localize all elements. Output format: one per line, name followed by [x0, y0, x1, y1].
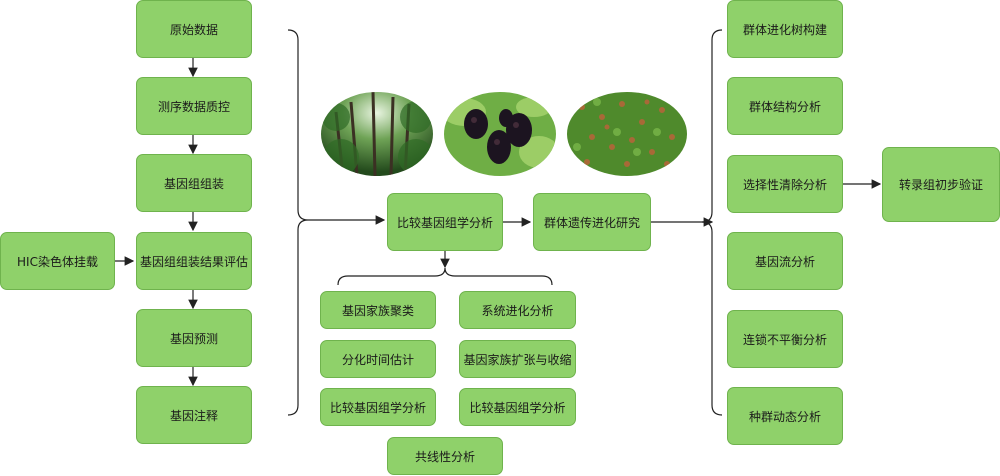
forest-photo: [321, 92, 433, 176]
gene-annotation-box: 基因注释: [136, 386, 252, 444]
right-item-2: 选择性清除分析: [727, 155, 843, 213]
sub-analysis-1: 系统进化分析: [459, 291, 576, 329]
mulberry-photo: [444, 92, 556, 176]
sub-analysis-4: 比较基因组学分析: [320, 388, 436, 426]
right-item-3: 基因流分析: [727, 232, 843, 290]
right-brace: [701, 29, 723, 416]
raw-data-box: 原始数据: [136, 0, 252, 58]
population-genetics-box: 群体遗传进化研究: [533, 193, 651, 251]
gene-prediction-box: 基因预测: [136, 309, 252, 367]
right-item-1: 群体结构分析: [727, 77, 843, 135]
sub-analysis-5: 比较基因组学分析: [459, 388, 576, 426]
sub-analysis-0: 基因家族聚类: [320, 291, 436, 329]
sub-analysis-2: 分化时间估计: [320, 340, 436, 378]
assembly-eval-box: 基因组组装结果评估: [136, 232, 252, 290]
sub-analysis-3: 基因家族扩张与收缩: [459, 340, 576, 378]
field-photo: [567, 92, 687, 176]
right-item-0: 群体进化树构建: [727, 0, 843, 58]
sub-analysis-6: 共线性分析: [387, 437, 503, 475]
sub-brace: [337, 267, 553, 286]
genome-assembly-box: 基因组组装: [136, 154, 252, 212]
sequencing-qc-box: 测序数据质控: [136, 77, 252, 135]
hic-box: HIC染色体挂载: [0, 232, 115, 290]
right-item-5: 种群动态分析: [727, 387, 843, 445]
transcriptome-validation-box: 转录组初步验证: [882, 147, 1000, 222]
right-item-4: 连锁不平衡分析: [727, 310, 843, 368]
comparative-genomics-box: 比较基因组学分析: [387, 193, 503, 251]
left-brace: [287, 29, 309, 416]
